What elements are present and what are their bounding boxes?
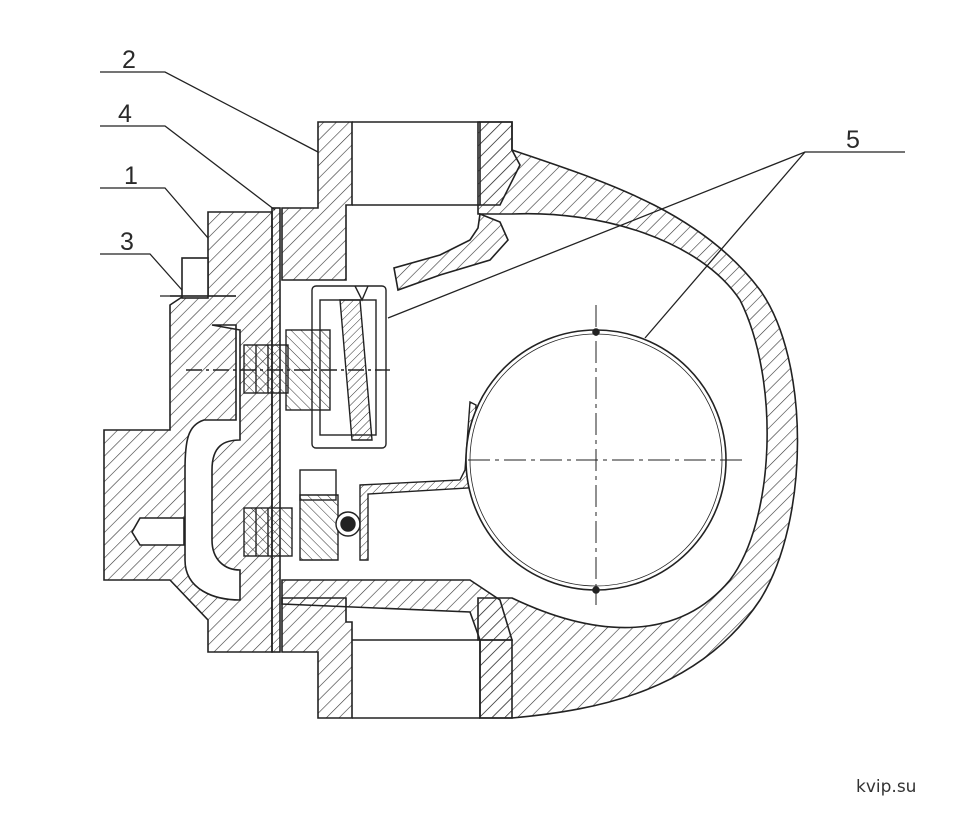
body-shell	[281, 121, 799, 719]
callout-labels: 2 4 1 3 5	[118, 46, 860, 256]
bottom-flange-right	[479, 639, 513, 719]
cover-plug	[131, 517, 185, 546]
inner-baffle	[393, 212, 509, 292]
leader-lines	[100, 71, 905, 339]
cover-bolt-head	[181, 257, 209, 299]
callout-5: 5	[846, 126, 860, 154]
watermark-text: kvip.su	[856, 777, 917, 797]
leader-2	[100, 71, 319, 153]
chamber-bottom-wall	[281, 579, 514, 641]
leader-1	[100, 187, 209, 239]
callout-2: 2	[122, 46, 136, 74]
leader-4	[100, 125, 276, 211]
leader-3	[100, 253, 183, 291]
cover	[103, 207, 281, 653]
callout-1: 1	[124, 162, 138, 190]
top-flange-left	[281, 121, 353, 281]
valve-mechanism	[186, 285, 477, 561]
callout-4: 4	[118, 100, 132, 128]
callout-3: 3	[120, 228, 134, 256]
float-ball	[465, 305, 745, 605]
gasket	[271, 207, 281, 653]
valve-seat	[299, 494, 339, 561]
cover-channel	[184, 324, 241, 601]
leader-5	[387, 151, 905, 319]
leader-5b	[644, 151, 806, 339]
bottom-flange-left	[281, 597, 353, 719]
